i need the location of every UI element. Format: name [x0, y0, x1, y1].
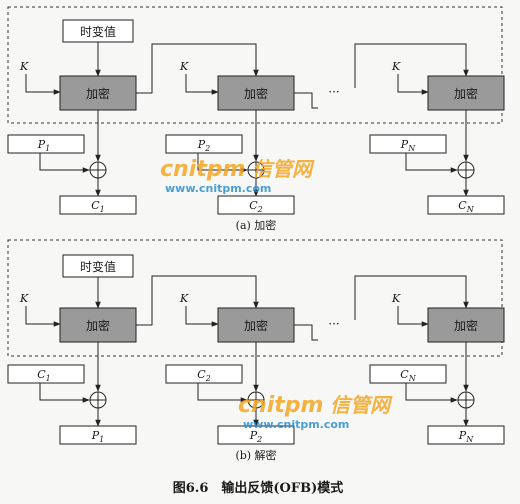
output-label-a2: C2	[249, 199, 263, 214]
encrypt-box-b3	[427, 307, 505, 343]
input-box-a1	[7, 134, 85, 154]
output-label-b1: P1	[91, 429, 105, 444]
watermark-brand-latin: cnitpm	[238, 393, 323, 418]
key-label-b1: K	[19, 292, 29, 305]
encrypt-label-b2: 加密	[244, 318, 268, 333]
xor-icon	[457, 391, 475, 409]
input-box-b1	[7, 364, 85, 384]
input-label-a1: P1	[37, 138, 51, 153]
output-label-a1: C1	[91, 199, 105, 214]
input-box-a3	[369, 134, 447, 154]
panel-b-decryption: 时变值 加密 加密 加密 K K K ··· C1 C2 CN	[7, 239, 505, 462]
encrypt-label-a1: 加密	[86, 86, 110, 101]
output-label-a3: CN	[458, 199, 474, 214]
input-label-a3: PN	[400, 138, 416, 153]
watermark-brand-cn: 信管网	[252, 157, 315, 181]
input-box-a2	[165, 134, 243, 154]
input-label-b1: C1	[37, 368, 51, 383]
watermark-url: www.cnitpm.com	[165, 182, 271, 195]
panel-a-encryption: 时变值 加密 加密 加密 K K K ··· P1 P2 PN	[7, 6, 505, 232]
encrypt-label-b1: 加密	[86, 318, 110, 333]
key-label-a2: K	[179, 60, 189, 73]
watermark-url: www.cnitpm.com	[243, 418, 349, 431]
xor-icon	[89, 391, 107, 409]
xor-icon	[89, 161, 107, 179]
time-value-label-b: 时变值	[80, 259, 116, 274]
panel-a-dashed-frame	[7, 6, 503, 124]
encrypt-box-a1	[59, 75, 137, 111]
input-box-b3	[369, 364, 447, 384]
key-label-a3: K	[391, 60, 401, 73]
encrypt-label-b3: 加密	[454, 318, 478, 333]
panel-b-caption: (b) 解密	[235, 448, 276, 462]
panel-a-caption: (a) 加密	[236, 218, 277, 232]
output-box-a3	[427, 195, 505, 215]
watermark-top: cnitpm 信管网 www.cnitpm.com	[160, 157, 315, 195]
input-box-b2	[165, 364, 243, 384]
key-label-a1: K	[19, 60, 29, 73]
ellipsis-b: ···	[328, 317, 339, 331]
watermark-brand-cn: 信管网	[330, 393, 393, 417]
encrypt-label-a3: 加密	[454, 86, 478, 101]
output-box-b3	[427, 425, 505, 445]
output-box-a1	[59, 195, 137, 215]
figure-caption: 图6.6 输出反馈(OFB)模式	[173, 480, 343, 496]
output-box-b2	[217, 425, 295, 445]
input-label-b3: CN	[400, 368, 416, 383]
encrypt-label-a2: 加密	[244, 86, 268, 101]
output-label-b2: P2	[249, 429, 263, 444]
output-box-a2	[217, 195, 295, 215]
watermark-bottom: cnitpm 信管网 www.cnitpm.com	[238, 393, 393, 431]
xor-icon	[457, 161, 475, 179]
ellipsis-a: ···	[328, 85, 339, 99]
input-label-b2: C2	[197, 368, 211, 383]
panel-b-dashed-frame	[7, 239, 503, 357]
watermark-brand-latin: cnitpm	[160, 157, 245, 182]
output-label-b3: PN	[458, 429, 474, 444]
input-label-a2: P2	[197, 138, 211, 153]
key-label-b2: K	[179, 292, 189, 305]
time-value-label-a: 时变值	[80, 24, 116, 39]
key-label-b3: K	[391, 292, 401, 305]
xor-icon	[247, 161, 265, 179]
output-box-b1	[59, 425, 137, 445]
